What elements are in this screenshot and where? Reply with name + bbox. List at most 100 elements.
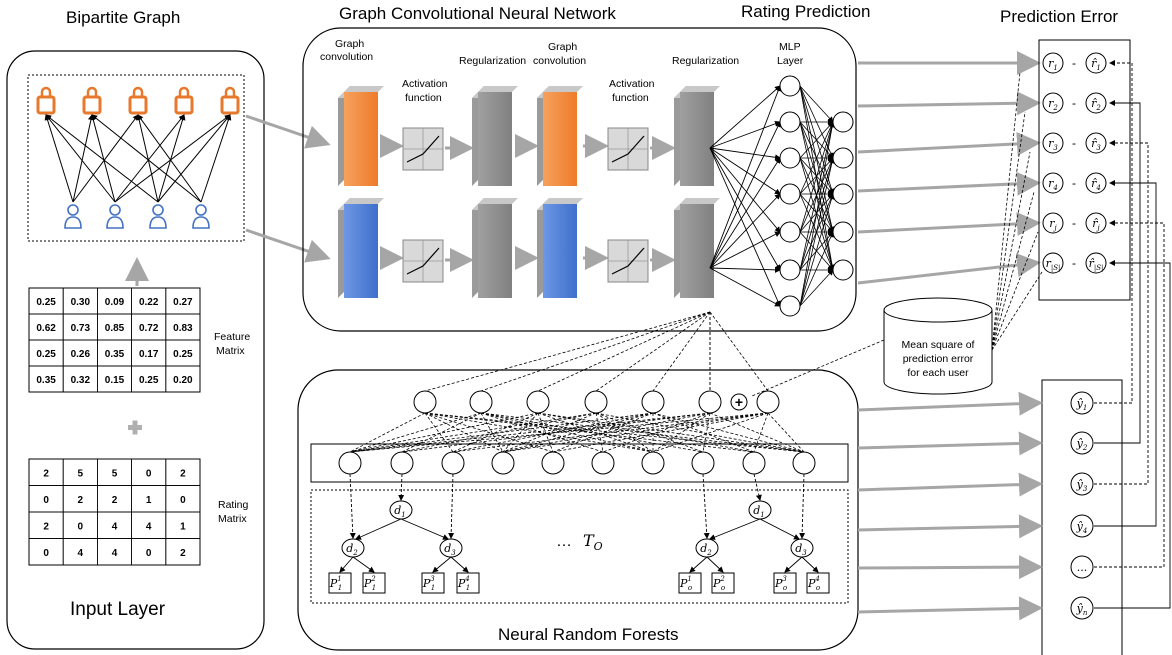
nrf-trees-box (310, 489, 849, 604)
svg-text:P1o: P1o (679, 575, 692, 592)
mse-link (991, 111, 1026, 351)
y-output: ŷ4 (1070, 514, 1094, 538)
matrix-cell: 0 (146, 468, 152, 479)
gcn-panel (302, 27, 857, 332)
decision-node: d2 (341, 538, 365, 558)
regularization-layer (472, 86, 518, 186)
error-r-label: r2 (1048, 97, 1058, 112)
nrf-input-node (441, 451, 465, 475)
error-minus: - (1072, 176, 1076, 190)
error-rhat-label: r̂4 (1091, 177, 1101, 192)
y-arrow (857, 514, 1043, 539)
user-icons (64, 204, 210, 229)
nrf-input-node (792, 451, 816, 475)
matrix-cell: 2 (43, 521, 49, 532)
mlp-node (779, 295, 801, 317)
shopping-bag-icon (174, 86, 194, 115)
user-icon (106, 204, 124, 229)
error-r-label: r3 (1048, 137, 1058, 152)
label-regularization-1: Regularization (459, 55, 526, 67)
svg-text:P41: P41 (457, 575, 470, 592)
y-arrow (857, 391, 1043, 416)
decision-node: d1 (389, 500, 413, 520)
title-prediction-error: Prediction Error (1000, 7, 1118, 26)
label-graph-conv-1b: convolution (320, 51, 373, 63)
item-icons (36, 86, 240, 115)
mlp-node (832, 259, 854, 281)
y-label: ŷ3 (1076, 478, 1088, 493)
y-label: ŷ1 (1076, 397, 1088, 412)
mse-line1: Mean square of (902, 339, 975, 351)
nrf-input-node (338, 451, 362, 475)
feedback-line (1094, 60, 1133, 404)
matrix-cell: 0 (78, 521, 84, 532)
nrf-input-node (591, 451, 615, 475)
matrix-cell: 2 (180, 548, 186, 559)
nrf-input-row-box (310, 443, 849, 483)
matrix-cell: 0 (180, 495, 186, 506)
mlp-node (779, 183, 801, 205)
y-arrows (857, 391, 1043, 621)
matrix-cell: 2 (112, 495, 118, 506)
matrix-cell: 1 (180, 521, 186, 532)
bipartite-graph-box (27, 74, 245, 242)
arrow-graph-to-gcn-top (245, 114, 331, 149)
nrf-hidden-node (413, 390, 437, 414)
nrf-hidden-node (469, 390, 493, 414)
svg-text:d2: d2 (346, 542, 358, 557)
matrix-cell: 0.15 (105, 375, 125, 386)
error-r-label: rj (1049, 217, 1057, 232)
gcn-layers (338, 86, 720, 298)
feature-matrix-label-line2: Matrix (216, 345, 245, 357)
matrix-cell: 4 (78, 548, 84, 559)
mlp-node (779, 147, 801, 169)
bipartite-edge (114, 114, 185, 203)
matrix-cell: 1 (146, 495, 152, 506)
regularization-layer (674, 86, 720, 186)
mlp-node (832, 111, 854, 133)
input-layer-panel (6, 50, 265, 650)
error-row: rj-r̂j (1042, 212, 1107, 234)
graph-convolution-layer (338, 86, 384, 186)
matrix-cell: 0.35 (105, 349, 125, 360)
svg-text:P3o: P3o (774, 575, 787, 592)
nrf-hidden-node (584, 390, 608, 414)
nrf-network: + (338, 311, 816, 475)
rating-matrix-label-line1: Rating (218, 499, 249, 511)
feedback-line (1094, 140, 1149, 485)
label-graph-conv-1a: Graph (335, 38, 364, 50)
mse-line2: prediction error (903, 353, 974, 365)
matrix-cell: 0.72 (139, 323, 159, 334)
matrix-cell: 0.25 (36, 297, 56, 308)
nrf-hidden-node (756, 390, 780, 414)
svg-text:P31: P31 (422, 575, 435, 592)
matrix-cell: 2 (180, 468, 186, 479)
matrix-cell: 0.22 (139, 297, 159, 308)
error-rows: r1-r̂1r2-r̂2r3-r̂3r4-r̂4rj-r̂jr|S|-r̂|S| (1042, 52, 1107, 274)
matrix-cell: 0.25 (36, 349, 56, 360)
y-label: ŷ2 (1076, 437, 1088, 452)
error-r-label: r|S| (1046, 257, 1061, 272)
y-arrow (857, 596, 1043, 621)
error-arrow (857, 91, 1041, 116)
bipartite-edge (72, 114, 139, 203)
matrix-cell: 4 (112, 548, 118, 559)
title-input-layer: Input Layer (70, 599, 166, 620)
bipartite-edge (137, 114, 202, 203)
nrf-input-node (491, 451, 515, 475)
error-arrows (857, 51, 1041, 285)
y-label: ŷn (1076, 602, 1088, 617)
error-r-label: r4 (1048, 177, 1058, 192)
decision-node: d1 (748, 500, 772, 520)
nrf-input-node (691, 451, 715, 475)
decision-node: d2 (695, 538, 719, 558)
user-icon (192, 204, 210, 229)
shopping-bag-icon (220, 86, 240, 115)
title-neural-random-forests: Neural Random Forests (498, 625, 678, 644)
svg-text:P21: P21 (363, 575, 376, 592)
bipartite-edge (136, 114, 159, 203)
